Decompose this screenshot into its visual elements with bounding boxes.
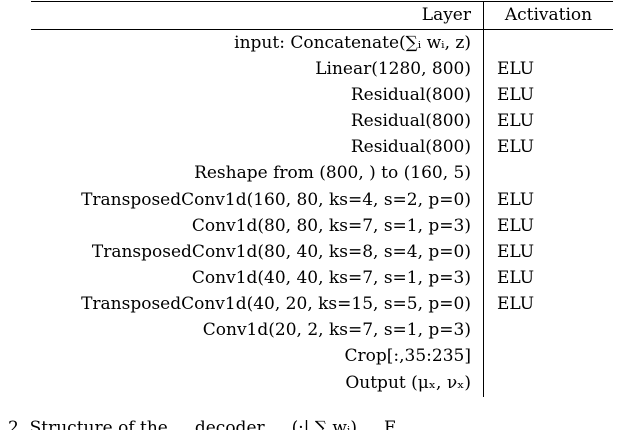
header-rule xyxy=(31,29,613,30)
table-row: Conv1d(40, 40, ks=7, s=1, p=3) ELU xyxy=(31,265,613,291)
layer-cell: Output (μₓ, νₓ) xyxy=(345,373,471,393)
caption-text: 2. Structure of the ... decoder ... (·| … xyxy=(8,418,397,430)
activation-cell: ELU xyxy=(497,242,535,262)
layer-cell: input: Concatenate(∑ᵢ wᵢ, z) xyxy=(234,33,471,53)
table-row: Linear(1280, 800) ELU xyxy=(31,56,613,82)
layer-cell: Residual(800) xyxy=(350,137,471,157)
table-row: TransposedConv1d(80, 40, ks=8, s=4, p=0)… xyxy=(31,239,613,265)
table-row: Conv1d(20, 2, ks=7, s=1, p=3) xyxy=(31,317,613,343)
header-activation: Activation xyxy=(504,5,593,25)
layer-cell: Conv1d(20, 2, ks=7, s=1, p=3) xyxy=(202,320,471,340)
top-rule xyxy=(31,1,613,2)
header-row: Layer Activation xyxy=(31,2,613,28)
table-row: Residual(800) ELU xyxy=(31,108,613,134)
activation-cell: ELU xyxy=(497,59,535,79)
layer-cell: TransposedConv1d(40, 20, ks=15, s=5, p=0… xyxy=(81,294,471,314)
table-row: Crop[:,35:235] xyxy=(31,343,613,369)
activation-cell: ELU xyxy=(497,137,535,157)
table-row: Residual(800) ELU xyxy=(31,82,613,108)
table-row: Output (μₓ, νₓ) xyxy=(31,370,613,396)
activation-cell: ELU xyxy=(497,294,535,314)
table-row: TransposedConv1d(160, 80, ks=4, s=2, p=0… xyxy=(31,187,613,213)
table-row: input: Concatenate(∑ᵢ wᵢ, z) xyxy=(31,30,613,56)
activation-cell: ELU xyxy=(497,216,535,236)
activation-cell: ELU xyxy=(497,111,535,131)
layer-cell: Reshape from (800, ) to (160, 5) xyxy=(194,163,471,183)
column-divider xyxy=(483,1,484,397)
table-row: TransposedConv1d(40, 20, ks=15, s=5, p=0… xyxy=(31,291,613,317)
layer-cell: Crop[:,35:235] xyxy=(344,346,471,366)
table-caption: 2. Structure of the ... decoder ... (·| … xyxy=(0,414,640,430)
table-row: Conv1d(80, 80, ks=7, s=1, p=3) ELU xyxy=(31,213,613,239)
activation-cell: ELU xyxy=(497,268,535,288)
layer-cell: Conv1d(80, 80, ks=7, s=1, p=3) xyxy=(191,216,471,236)
layer-cell: Residual(800) xyxy=(350,111,471,131)
layer-cell: Conv1d(40, 40, ks=7, s=1, p=3) xyxy=(191,268,471,288)
layer-cell: Residual(800) xyxy=(350,85,471,105)
activation-cell: ELU xyxy=(497,85,535,105)
header-layer: Layer xyxy=(421,5,471,25)
layer-cell: TransposedConv1d(160, 80, ks=4, s=2, p=0… xyxy=(81,190,471,210)
layer-cell: Linear(1280, 800) xyxy=(315,59,471,79)
layer-cell: TransposedConv1d(80, 40, ks=8, s=4, p=0) xyxy=(91,242,471,262)
activation-cell: ELU xyxy=(497,190,535,210)
table-row: Reshape from (800, ) to (160, 5) xyxy=(31,160,613,186)
table-row: Residual(800) ELU xyxy=(31,134,613,160)
